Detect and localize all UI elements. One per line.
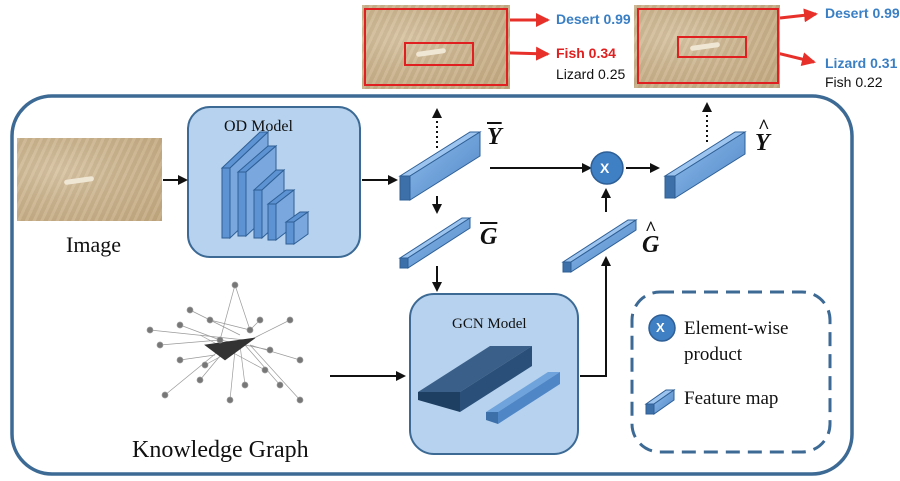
od-fish-label: Fish 0.34 [556, 45, 616, 61]
final-fish-label: Fish 0.22 [825, 74, 883, 90]
object-box-final [677, 36, 747, 58]
gcn-model-label: GCN Model [452, 316, 527, 332]
product-icon [590, 151, 624, 185]
y-bar-symbol: Y [487, 124, 502, 150]
legend-product-icon [648, 314, 676, 342]
legend-feature-map-icon [644, 389, 676, 415]
knowledge-graph-icon [146, 281, 304, 404]
legend-product-x: X [656, 320, 665, 335]
feature-map-yhat [663, 131, 747, 199]
cnn-layers-icon [220, 130, 310, 245]
feature-map-ghat [561, 219, 638, 273]
desert-box-final [637, 8, 779, 84]
od-model-label: OD Model [224, 118, 293, 135]
y-hat-symbol: Y [755, 116, 770, 157]
product-x: X [600, 160, 610, 176]
legend-box [630, 290, 832, 454]
y-hat-text: Y [755, 116, 770, 157]
knowledge-graph-label: Knowledge Graph [132, 437, 309, 463]
od-lizard-label: Lizard 0.25 [556, 66, 626, 82]
legend-product-line1: Element-wise [684, 318, 789, 339]
legend-product-line2: product [684, 344, 743, 365]
legend-feature-map: Feature map [684, 388, 779, 409]
g-bar-symbol: G [480, 224, 498, 250]
feature-map-ybar [398, 131, 482, 201]
image-label: Image [66, 232, 121, 257]
od-desert-label: Desert 0.99 [556, 11, 631, 27]
object-box-od [404, 42, 474, 66]
main-frame [10, 94, 854, 476]
result-image-od [362, 5, 510, 89]
desert-box-od [364, 8, 508, 86]
final-desert-label: Desert 0.99 [825, 5, 900, 21]
final-lizard-label: Lizard 0.31 [825, 55, 898, 71]
gcn-blocks-icon [418, 346, 560, 424]
g-hat-symbol: G [642, 218, 659, 259]
g-hat-text: G [642, 218, 659, 259]
feature-map-gbar [398, 217, 472, 269]
